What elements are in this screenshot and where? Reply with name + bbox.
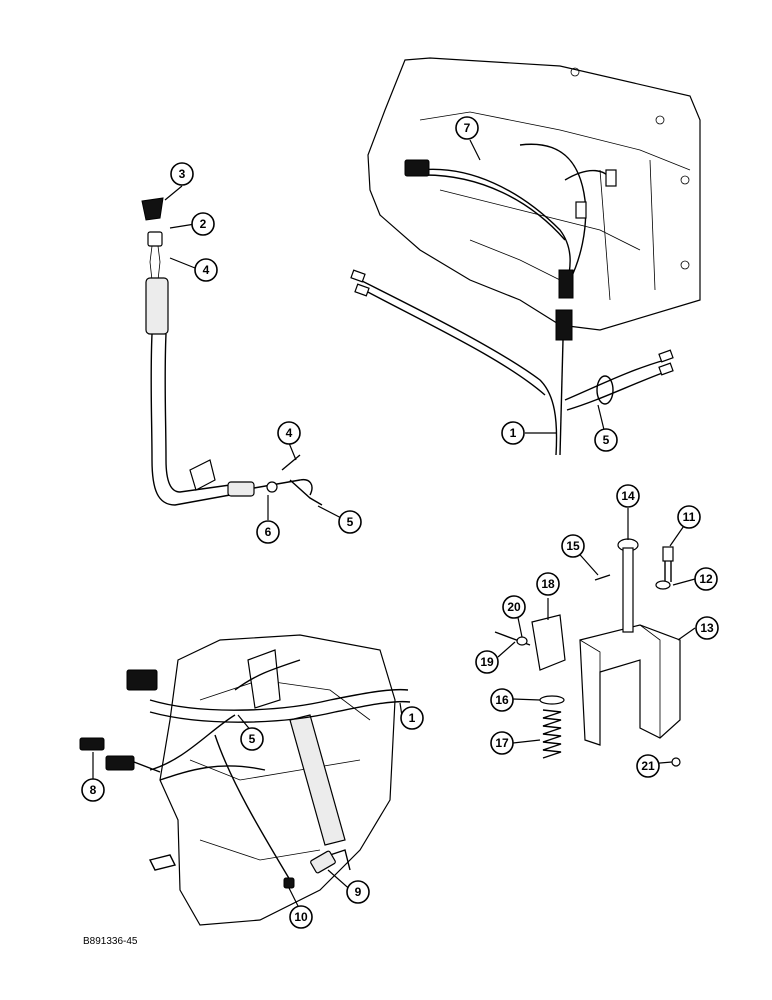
callout-14-label: 14 [621, 489, 635, 503]
callout-5-conduit-label: 5 [347, 515, 354, 529]
callout-16-label: 16 [495, 693, 509, 707]
callout-18-label: 18 [541, 577, 555, 591]
callout-17: 17 [490, 731, 514, 755]
callout-1-top-label: 1 [510, 426, 517, 440]
callout-8-label: 8 [90, 783, 97, 797]
callout-20-label: 20 [507, 600, 521, 614]
callout-18: 18 [536, 572, 560, 596]
callout-14: 14 [616, 484, 640, 508]
callout-19-label: 19 [480, 655, 494, 669]
callout-11: 11 [677, 505, 701, 529]
callout-20: 20 [502, 595, 526, 619]
callout-8: 8 [81, 778, 105, 802]
callout-13: 13 [695, 616, 719, 640]
callout-5-top-label: 5 [603, 433, 610, 447]
dash-panel-assembly [350, 57, 701, 456]
callout-4-label: 4 [203, 263, 210, 277]
switch-conduit-assembly [141, 197, 323, 506]
callout-5-top: 5 [594, 428, 618, 452]
callout-5-bottom: 5 [240, 727, 264, 751]
callout-9: 9 [346, 880, 370, 904]
callout-13-label: 13 [700, 621, 714, 635]
callout-11-label: 11 [683, 510, 696, 524]
callout-7-label: 7 [464, 121, 471, 135]
callout-4-conduit-label: 4 [286, 426, 293, 440]
callout-16: 16 [490, 688, 514, 712]
callout-1-bottom: 1 [400, 706, 424, 730]
callout-15: 15 [561, 534, 585, 558]
callout-5-bottom-label: 5 [249, 732, 256, 746]
callout-2: 2 [191, 212, 215, 236]
callout-5-conduit: 5 [338, 510, 362, 534]
callout-1-top: 1 [501, 421, 525, 445]
callout-6-label: 6 [265, 525, 272, 539]
callout-12: 12 [694, 567, 718, 591]
callout-10-label: 10 [294, 910, 308, 924]
callout-10: 10 [289, 905, 313, 929]
callout-6: 6 [256, 520, 280, 544]
callout-3-label: 3 [179, 167, 186, 181]
callout-4-conduit: 4 [277, 421, 301, 445]
figure-reference: B891336-45 [83, 936, 138, 947]
callout-21: 21 [636, 754, 660, 778]
callout-2-label: 2 [200, 217, 207, 231]
transmission-assembly [79, 634, 411, 926]
callout-1-bottom-label: 1 [409, 711, 416, 725]
leader-lines [92, 139, 696, 913]
callout-7: 7 [455, 116, 479, 140]
callout-12-label: 12 [699, 572, 713, 586]
callout-4: 4 [194, 258, 218, 282]
callout-3: 3 [170, 162, 194, 186]
callout-21-label: 21 [641, 759, 655, 773]
callout-15-label: 15 [566, 539, 580, 553]
bracket-hardware-assembly [494, 538, 681, 767]
callout-17-label: 17 [495, 736, 509, 750]
callout-9-label: 9 [355, 885, 362, 899]
callout-19: 19 [475, 650, 499, 674]
